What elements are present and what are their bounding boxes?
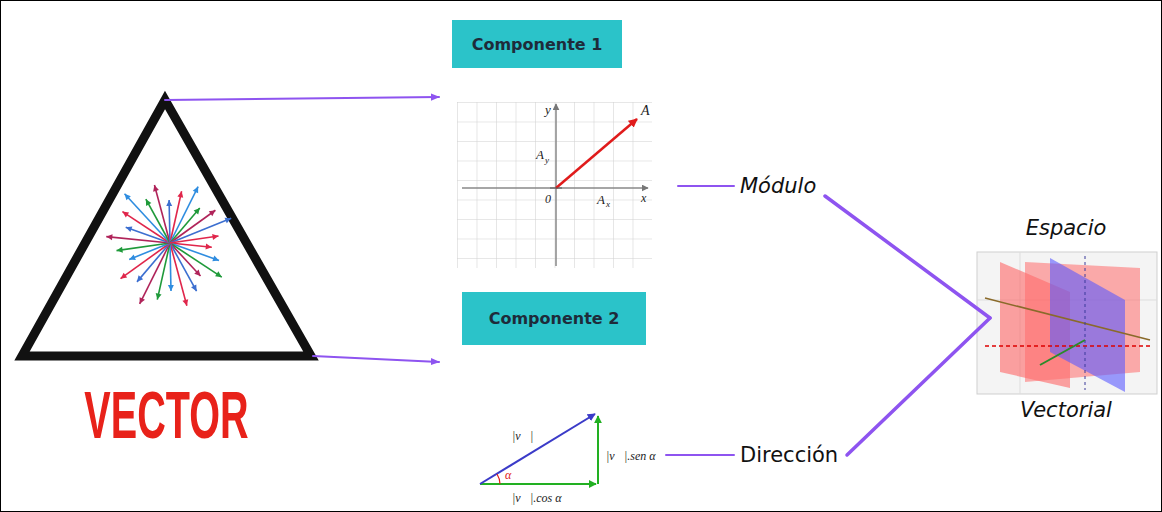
connector-line <box>678 185 734 187</box>
plot-label: |v⃗|.sen α <box>606 450 656 462</box>
space-caption: Espacio <box>972 216 1160 240</box>
plot-label: x <box>606 200 610 209</box>
plot-label: |v⃗|.cos α <box>512 492 562 504</box>
vector-decomposition <box>480 414 598 484</box>
property-label: Dirección <box>736 441 845 469</box>
vector-starburst <box>106 185 231 306</box>
component-group: Componente 2 <box>445 288 672 510</box>
plot-label: x <box>641 192 646 204</box>
connector-line <box>313 356 439 362</box>
space-caption: Vectorial <box>972 398 1160 422</box>
property-label: Módulo <box>736 172 823 200</box>
connector-line <box>847 318 990 455</box>
vector-space-planes <box>977 252 1157 394</box>
property-text: Dirección <box>736 441 845 469</box>
component-group: Componente 1 <box>445 15 676 272</box>
plot-label: α <box>505 469 511 481</box>
property-text: Módulo <box>736 172 823 200</box>
plot-label: |v⃗| <box>512 430 533 442</box>
component-box: Componente 1 <box>452 20 622 68</box>
cartesian-plot <box>457 102 652 268</box>
plot-label: 0 <box>545 193 551 205</box>
plot-label: A <box>536 148 544 161</box>
vector-triangle: VECTOR <box>18 90 315 450</box>
vector-space-node: EspacioVectorial <box>972 214 1160 430</box>
connector-line <box>165 97 439 100</box>
triangle-outline <box>22 100 311 356</box>
plot-label: A <box>597 193 605 206</box>
plot-label: A <box>641 104 650 118</box>
plot-label: y <box>545 103 551 116</box>
connector-line <box>666 454 734 456</box>
title-word: VECTOR <box>77 382 255 448</box>
plot-label: y <box>545 156 549 165</box>
component-box: Componente 2 <box>462 292 646 345</box>
connector-line <box>825 196 990 318</box>
